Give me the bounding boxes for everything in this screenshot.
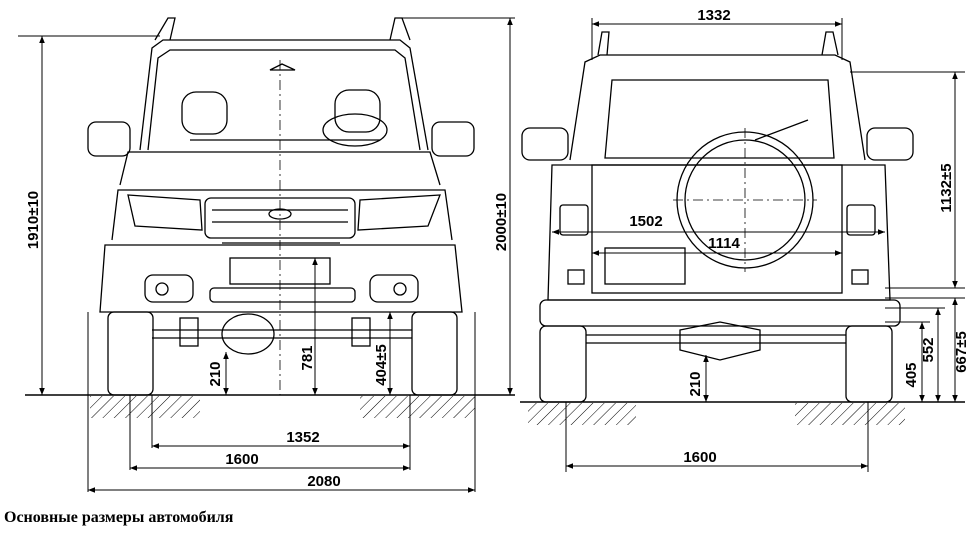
- dim-front-overall-height: 1910±10: [25, 191, 42, 249]
- dim-rear-roof-width: 1332: [697, 7, 730, 24]
- dimension-labels: 1910±10 2000±10 210 781 404±5 1352 1600 …: [25, 7, 970, 490]
- dim-front-bumper-height: 404±5: [373, 344, 390, 386]
- dim-front-axle-height: 781: [299, 345, 316, 370]
- dim-rear-step-height: 667±5: [953, 331, 970, 373]
- rear-view: [520, 31, 965, 425]
- rear-dimensions: [552, 18, 965, 472]
- dim-rear-height: 1132±5: [938, 163, 955, 212]
- dim-rear-bumper-height: 552: [920, 337, 937, 362]
- dim-front-track-inner: 1352: [286, 429, 319, 446]
- front-dimensions: [18, 17, 515, 493]
- dim-rear-track: 1600: [683, 449, 716, 466]
- dim-rear-tow-height: 405: [903, 362, 920, 387]
- dim-front-roof-rail-height: 2000±10: [493, 193, 510, 251]
- dim-front-overall-width: 2080: [307, 473, 340, 490]
- dim-rear-body-width: 1502: [629, 213, 662, 230]
- front-view: [25, 17, 515, 418]
- dim-front-track: 1600: [225, 451, 258, 468]
- dim-rear-door-width: 1114: [708, 235, 740, 252]
- dim-rear-ground-clearance: 210: [687, 371, 704, 396]
- figure-caption: Основные размеры автомобиля: [4, 509, 234, 526]
- dim-front-ground-clearance: 210: [207, 361, 224, 386]
